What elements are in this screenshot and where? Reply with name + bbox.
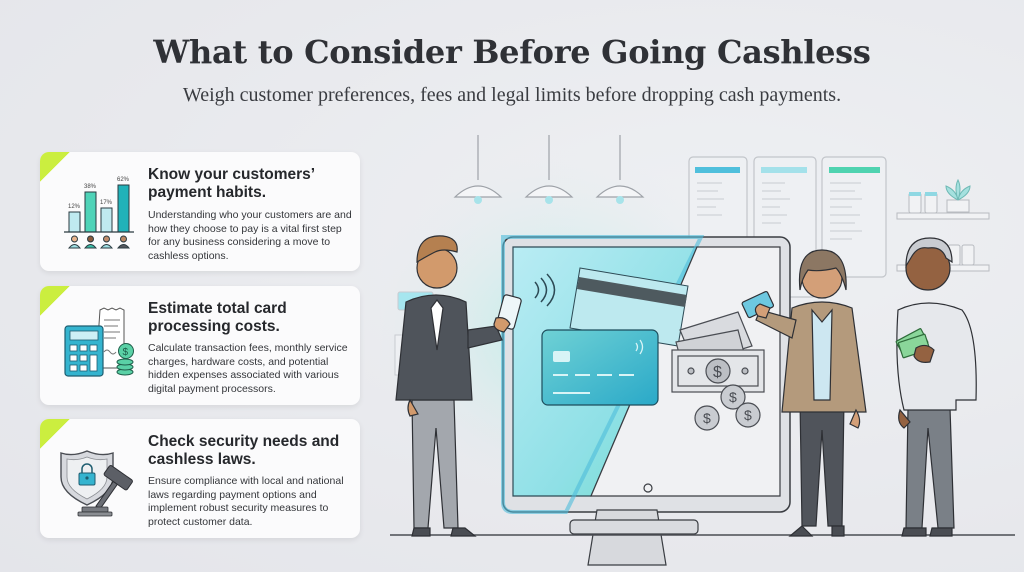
card-body: Ensure compliance with local and nationa… (148, 475, 344, 528)
corner-accent (40, 286, 70, 316)
person-with-card (741, 249, 867, 537)
cashless-illustration: $ $ $ $ (360, 128, 1024, 572)
svg-text:$: $ (703, 410, 711, 426)
card-security-laws: Check security needs and cashless laws. … (40, 419, 360, 538)
card-body: Understanding who your customers are and… (148, 209, 352, 262)
card-customer-habits: 12% 38% 17% 62% Know your customers’ pay… (40, 152, 360, 271)
svg-text:$: $ (123, 347, 129, 358)
card-title: Check security needs and cashless laws. (148, 433, 340, 468)
svg-text:$: $ (744, 407, 752, 423)
calculator-receipt-coins-icon: $ (54, 300, 150, 392)
svg-text:$: $ (729, 389, 737, 405)
person-with-cash (895, 237, 977, 537)
svg-text:$: $ (713, 364, 722, 381)
page-title: What to Consider Before Going Cashless (153, 33, 871, 71)
card-body: Calculate transaction fees, monthly serv… (148, 342, 348, 395)
shield-lock-gavel-icon (54, 433, 150, 525)
pendant-lamps (453, 135, 645, 204)
bar-label: 17% (100, 200, 113, 206)
corner-accent (40, 152, 70, 182)
page-subtitle: Weigh customer preferences, fees and leg… (182, 84, 842, 106)
payment-monitor: $ $ $ $ (501, 235, 791, 566)
person-with-phone (395, 235, 522, 537)
corner-accent (40, 419, 70, 449)
bar-label: 12% (68, 204, 81, 210)
card-processing-costs: $ Estimate total card processing costs. … (40, 286, 360, 405)
bar-label: 38% (84, 184, 97, 190)
bar-chart-customers-icon: 12% 38% 17% 62% (54, 166, 150, 258)
bar-label: 62% (117, 177, 130, 183)
card-title: Estimate total card processing costs. (148, 300, 287, 335)
card-title: Know your customers’ payment habits. (148, 166, 315, 201)
